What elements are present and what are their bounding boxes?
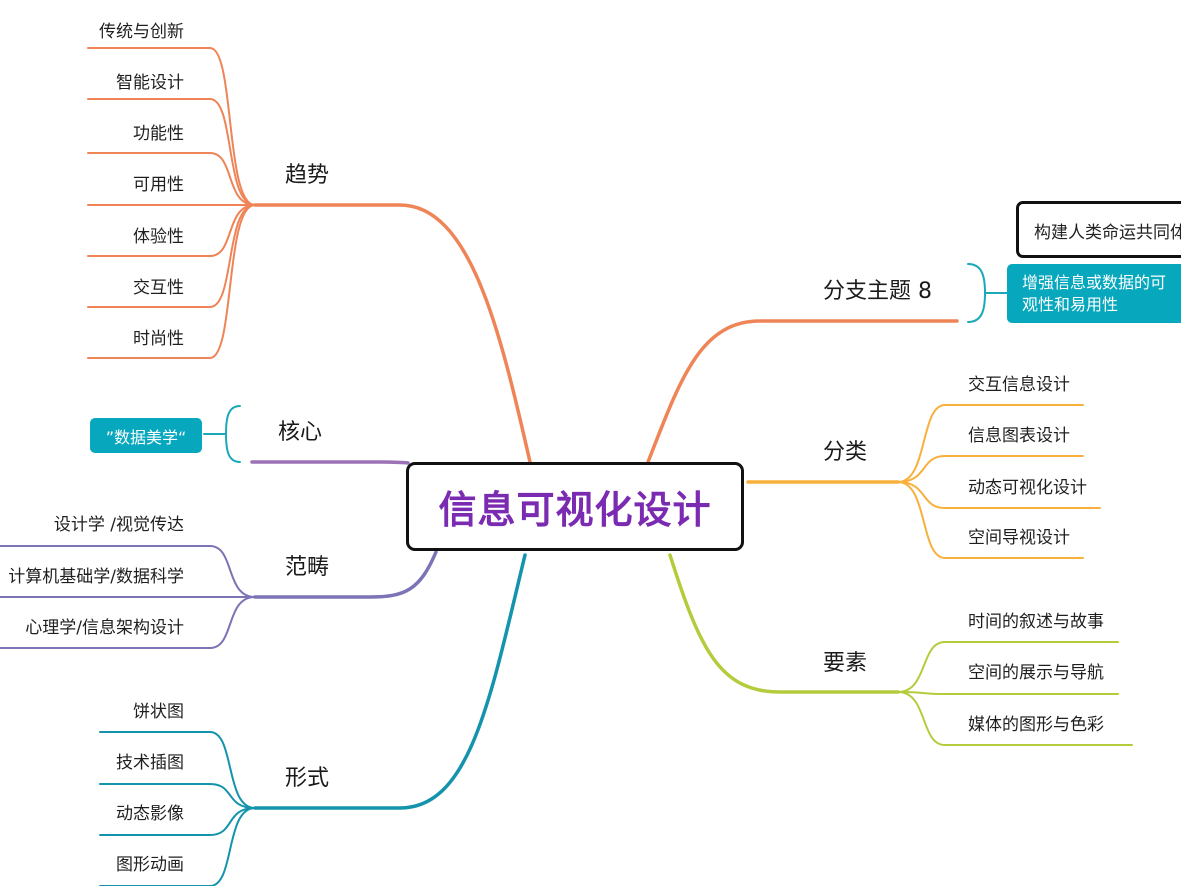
form-leaf-connector: [99, 807, 256, 836]
branch-form[interactable]: 形式: [285, 766, 330, 791]
trend-item[interactable]: 功能性: [133, 124, 184, 144]
scope-item[interactable]: 计算机基础学/数据科学: [8, 567, 184, 587]
scope-connector: [253, 550, 438, 599]
topic8-connector: [646, 319, 959, 464]
form-item[interactable]: 技术插图: [116, 753, 184, 773]
trend-item[interactable]: 交互性: [133, 278, 184, 298]
category-item[interactable]: 动态可视化设计: [968, 478, 1087, 498]
scope-leaf-connector: [0, 545, 256, 598]
scope-item[interactable]: 设计学 /视觉传达: [53, 515, 184, 535]
topic8-note-text: 增强信息或数据的可 观性和易用性: [1022, 273, 1167, 314]
trend-item[interactable]: 体验性: [133, 227, 184, 247]
scope-leaf-connector: [0, 596, 256, 649]
form-leaf-connector: [99, 731, 256, 809]
topic8-callout-text: 构建人类命运共同体: [1034, 223, 1181, 243]
category-item[interactable]: 信息图表设计: [968, 426, 1070, 446]
trend-item[interactable]: 传统与创新: [99, 22, 184, 42]
scope-item[interactable]: 心理学/信息架构设计: [25, 618, 184, 638]
elements-leaf-connector: [897, 691, 1133, 746]
category-item[interactable]: 空间导视设计: [968, 528, 1070, 548]
category-item[interactable]: 交互信息设计: [968, 375, 1070, 395]
trend-item[interactable]: 时尚性: [133, 329, 184, 349]
category-leaf-connector: [897, 455, 1084, 483]
trend-leaf-connector: [87, 98, 256, 206]
core-connector: [250, 460, 410, 465]
trend-leaf-connector: [87, 204, 256, 308]
category-leaf-connector: [897, 481, 1101, 509]
core-tag[interactable]: ”数据美学“: [90, 418, 202, 453]
branch-core[interactable]: 核心: [278, 420, 323, 445]
trend-connector: [253, 203, 532, 464]
elements-leaf-connector: [897, 641, 1119, 693]
branch-scope[interactable]: 范畴: [285, 555, 330, 580]
form-leaf-connector: [99, 783, 256, 809]
elements-item[interactable]: 媒体的图形与色彩: [968, 715, 1104, 735]
trend-leaf-connector: [87, 47, 256, 206]
topic8-bracket: [967, 263, 987, 323]
form-leaf-connector: [99, 807, 256, 886]
form-item[interactable]: 图形动画: [116, 855, 184, 875]
category-leaf-connector: [897, 481, 1084, 559]
branch-elements[interactable]: 要素: [823, 651, 868, 676]
category-leaf-connector: [897, 404, 1084, 483]
form-connector: [253, 553, 527, 810]
branch-topic8[interactable]: 分支主题 8: [823, 279, 932, 304]
trend-item[interactable]: 智能设计: [116, 73, 184, 93]
elements-item[interactable]: 空间的展示与导航: [968, 663, 1104, 683]
branch-trend[interactable]: 趋势: [285, 163, 330, 188]
root-topic-label: 信息可视化设计: [438, 488, 712, 532]
core-bracket: [224, 405, 241, 463]
trend-leaf-connector: [87, 204, 256, 257]
root-topic[interactable]: 信息可视化设计: [406, 462, 744, 551]
trend-item[interactable]: 可用性: [133, 175, 184, 195]
trend-leaf-connector: [87, 152, 256, 206]
elements-connector: [668, 553, 900, 694]
form-item[interactable]: 饼状图: [133, 702, 184, 722]
topic8-note[interactable]: 增强信息或数据的可 观性和易用性: [1007, 264, 1181, 323]
topic8-callout[interactable]: 构建人类命运共同体: [1016, 201, 1181, 258]
elements-leaf-connector: [897, 691, 1119, 695]
elements-item[interactable]: 时间的叙述与故事: [968, 612, 1104, 632]
form-item[interactable]: 动态影像: [116, 804, 184, 824]
trend-leaf-connector: [87, 204, 256, 359]
branch-category[interactable]: 分类: [823, 440, 868, 465]
